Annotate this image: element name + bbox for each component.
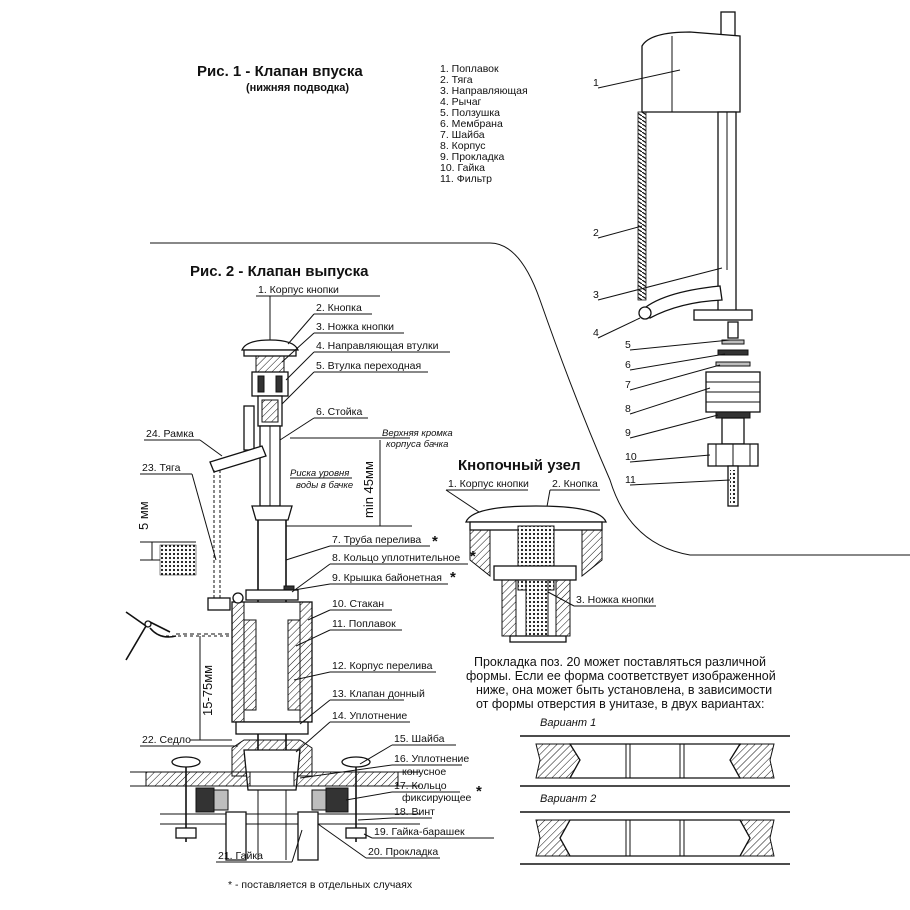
fig1-callout: 5 [625,339,631,351]
fig2-label-17: 17. Кольцо [394,780,447,792]
water-level-note-1: Риска уровня [290,468,349,479]
fig2-label-3: 3. Ножка кнопки [316,321,394,333]
fig1-legend-item: 5. Ползушка [440,107,500,119]
fig2-label-15: 15. Шайба [394,733,445,745]
water-level-note-2: воды в бачке [296,480,353,491]
fig2-label-6: 6. Стойка [316,406,362,418]
fig2-label-4: 4. Направляющая втулки [316,340,439,352]
button-unit-label-2: 2. Кнопка [552,478,598,490]
button-unit-drawing [465,505,607,643]
fig1-legend-item: 2. Тяга [440,74,473,86]
gasket-note-group: Прокладка поз. 20 может поставляться раз… [466,655,790,865]
gasket-variant-2 [520,811,790,865]
fig2-labels: 1. Корпус кнопки 2. Кнопка 3. Ножка кноп… [140,284,494,863]
fig2-label-24: 24. Рамка [146,428,194,440]
gasket-note-line-3: ниже, она может быть установлена, в зави… [476,683,772,697]
fig2-label-2: 2. Кнопка [316,302,362,314]
dim-5mm: 5 мм [136,501,151,530]
fig1-callout: 4 [593,327,599,339]
fig2-label-1: 1. Корпус кнопки [258,284,339,296]
fig2-label-19: 19. Гайка-барашек [374,826,465,838]
fig2-label-7: 7. Труба перелива [332,534,421,546]
footnote: * - поставляется в отдельных случаях [228,879,413,891]
fig1-callout: 11 [625,474,636,486]
section-divider [150,242,910,556]
fig2-label-16-line2: конусное [402,766,446,778]
fig2-label-8: 8. Кольцо уплотнительное [332,552,460,564]
fig2-label-20: 20. Прокладка [368,846,438,858]
fig1-callout: 1 [593,77,599,89]
fig1-callout: 7 [625,379,631,391]
asterisk-7: * [432,533,438,550]
gasket-variant-1 [520,735,790,787]
fig1-group: Рис. 1 - Клапан впуска (нижняя подводка)… [197,11,761,507]
fig1-callout: 3 [593,289,599,301]
fig2-title: Рис. 2 - Клапан выпуска [190,263,369,280]
fig1-callout: 2 [593,227,599,239]
gasket-note-line-4: от формы отверстия в унитазе, в двух вар… [476,697,765,711]
fig1-callout: 6 [625,359,631,371]
fig2-label-9: 9. Крышка байонетная [332,572,442,584]
fig2-label-22: 22. Седло [142,734,191,746]
fig1-subtitle: (нижняя подводка) [246,82,349,94]
fig1-legend-item: 1. Поплавок [440,63,499,75]
fig2-dimensions: Верхняя кромка корпуса бачка Риска уровн… [125,428,453,741]
gasket-note-line-1: Прокладка поз. 20 может поставляться раз… [474,655,766,669]
dim-15-75: 15-75мм [200,665,215,716]
variant-1-label: Вариант 1 [540,717,596,729]
fig2-label-17-line2: фиксирующее [402,792,472,804]
fig2-label-12: 12. Корпус перелива [332,660,433,672]
fig1-legend-item: 11. Фильтр [440,173,492,185]
fig2-label-16: 16. Уплотнение [394,753,469,765]
fig1-legend-item: 9. Прокладка [440,151,505,163]
fig1-legend-item: 6. Мембрана [440,118,503,130]
fig1-callout: 10 [625,451,637,463]
fig1-legend-item: 7. Шайба [440,129,485,141]
fig2-label-21: 21. Гайка [218,850,263,862]
fig2-label-13: 13. Клапан донный [332,688,425,700]
fig1-title: Рис. 1 - Клапан впуска [197,63,363,80]
fig1-callouts: 1 2 3 4 5 6 7 8 9 10 11 [593,69,731,486]
fig1-legend: 1. Поплавок 2. Тяга 3. Направляющая 4. Р… [440,63,528,185]
fig2-label-11: 11. Поплавок [332,618,396,630]
fig1-legend-item: 4. Рычаг [440,96,482,108]
fig2-label-10: 10. Стакан [332,598,384,610]
fig1-legend-item: 10. Гайка [440,162,485,174]
variant-2-label: Вариант 2 [540,793,596,805]
tank-top-note-1: Верхняя кромка [382,428,453,439]
tank-top-note-2: корпуса бачка [386,439,448,450]
fig2-label-23: 23. Тяга [142,462,181,474]
fig1-legend-item: 8. Корпус [440,140,486,152]
button-unit-group: Кнопочный узел 1. Корпус кнопки 2. Кнопк… [445,457,656,643]
button-unit-label-3: 3. Ножка кнопки [576,594,654,606]
fig1-callout: 8 [625,403,631,415]
inlet-valve-drawing [637,11,761,507]
fig1-legend-item: 3. Направляющая [440,85,528,97]
dim-min45: min 45мм [361,461,376,518]
gasket-note-line-2: формы. Если ее форма соответствует изобр… [466,669,776,683]
outlet-valve-drawing [130,339,420,861]
fig2-label-18: 18. Винт [394,806,435,818]
fig2-group: Рис. 2 - Клапан выпуска [125,263,494,891]
fig2-label-14: 14. Уплотнение [332,710,407,722]
asterisk-17: * [476,783,482,800]
asterisk-9: * [450,569,456,586]
button-unit-title: Кнопочный узел [458,457,580,474]
button-unit-label-1: 1. Корпус кнопки [448,478,529,490]
fig1-callout: 9 [625,427,631,439]
fig2-label-5: 5. Втулка переходная [316,360,421,372]
